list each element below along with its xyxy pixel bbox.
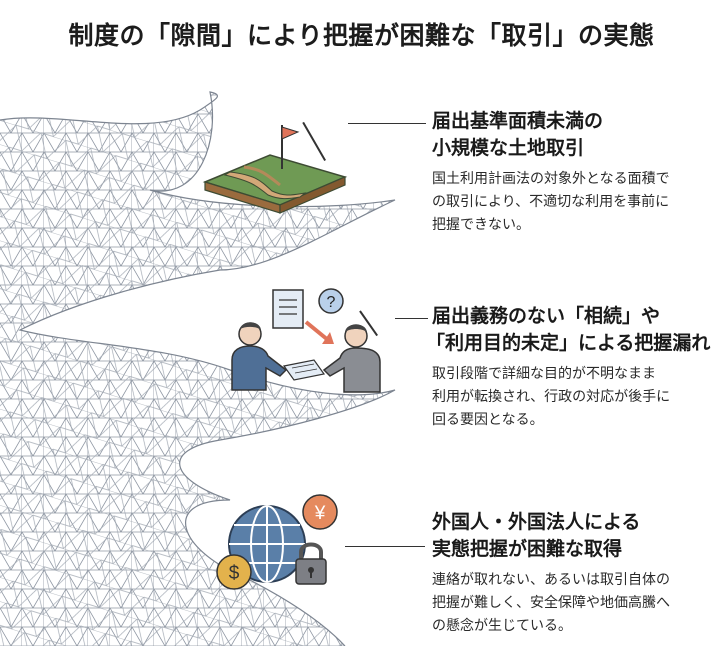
item-heading-line: 小規模な土地取引 [432, 137, 585, 159]
item-description-line: 国土利用計画法の対象外となる面積で [432, 171, 670, 187]
land-parcel-flag-icon [202, 125, 348, 214]
leader-line-1-horizontal [348, 123, 426, 124]
item-description: 国土利用計画法の対象外となる面積で の取引により、不適切な利用を事前に 把握でき… [432, 168, 717, 237]
item-description-line: の取引により、不適切な利用を事前に [432, 194, 670, 210]
question-mark-icon: ? [327, 294, 336, 311]
dollar-icon: $ [229, 563, 240, 584]
item-block-small-land: 届出基準面積未満の 小規模な土地取引 国土利用計画法の対象外となる面積で の取引… [432, 108, 717, 237]
item-description: 取引段階で詳細な目的が不明なまま 利用が転換され、行政の対応が後手に 回る要因と… [432, 363, 717, 432]
item-heading: 届出基準面積未満の 小規模な土地取引 [432, 108, 717, 162]
item-heading-line: 届出義務のない「相続」や [432, 305, 661, 327]
item-heading-line: 「利用目的未定」による把握漏れ [426, 332, 711, 354]
item-description-line: 利用が転換され、行政の対応が後手に [432, 389, 671, 405]
item-block-inheritance: 届出義務のない「相続」や 「利用目的未定」による把握漏れ 取引段階で詳細な目的が… [426, 303, 717, 432]
item-description-line: 把握できない。 [432, 217, 530, 233]
item-description-line: 取引段階で詳細な目的が不明なまま [432, 366, 656, 382]
item-heading: 届出義務のない「相続」や 「利用目的未定」による把握漏れ [426, 303, 717, 357]
item-heading-line: 外国人・外国法人による [432, 511, 641, 533]
yen-icon: ¥ [314, 503, 326, 524]
item-description-line: の懸念が生じている。 [432, 618, 572, 634]
item-description: 連絡が取れない、あるいは取引自体の 把握が難しく、安全保障や地価高騰へ の懸念が… [432, 569, 717, 638]
globe-currency-lock-icon: ¥ $ [212, 492, 347, 597]
item-description-line: 把握が難しく、安全保障や地価高騰へ [432, 595, 670, 611]
item-block-foreign: 外国人・外国法人による 実態把握が困難な取得 連絡が取れない、あるいは取引自体の… [432, 509, 717, 638]
leader-line-3 [345, 546, 425, 547]
item-heading-line: 実態把握が困難な取得 [432, 538, 623, 560]
item-heading-line: 届出基準面積未満の [432, 110, 604, 132]
leader-line-2-horizontal [395, 318, 428, 319]
item-description-line: 回る要因となる。 [432, 412, 544, 428]
people-handing-document-icon: ? [228, 288, 388, 398]
item-heading: 外国人・外国法人による 実態把握が困難な取得 [432, 509, 717, 563]
page-title: 制度の「隙間」により把握が困難な「取引」の実態 [68, 21, 655, 50]
item-description-line: 連絡が取れない、あるいは取引自体の [432, 572, 670, 588]
